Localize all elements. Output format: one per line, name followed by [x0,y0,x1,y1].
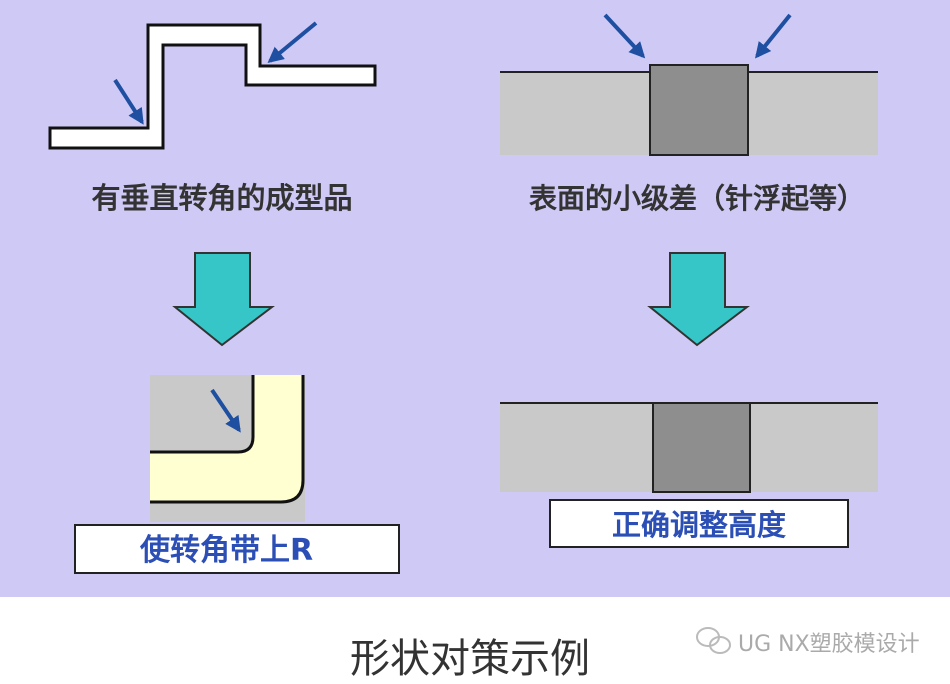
rounded-corner-part [150,375,303,502]
down-arrow-icon [172,252,275,347]
pointer-arrow-icon [267,21,318,64]
pointer-arrow-icon [113,78,144,125]
right-result-label-box [549,499,849,548]
pointer-arrow-icon [754,13,792,59]
watermark: UG NX塑胶模设计 [738,632,920,657]
left-top-caption: 有垂直转角的成型品 [91,181,352,215]
pointer-arrow-icon [210,388,241,433]
left-result-label: 使转角带上R [139,533,313,568]
down-arrow-icon [647,252,750,347]
ejector-pin-block [649,64,749,156]
figure-caption: 形状对策示例 [350,636,590,682]
caption-area [0,597,950,684]
ejector-pin-block-corrected [652,402,751,493]
stepped-part-shape [48,23,377,150]
pointer-arrow-icon [603,13,646,59]
wechat-icon [696,627,731,654]
right-top-caption: 表面的小级差（针浮起等） [529,182,865,215]
left-result-label-box [74,524,400,574]
right-result-label: 正确调整高度 [612,508,786,542]
